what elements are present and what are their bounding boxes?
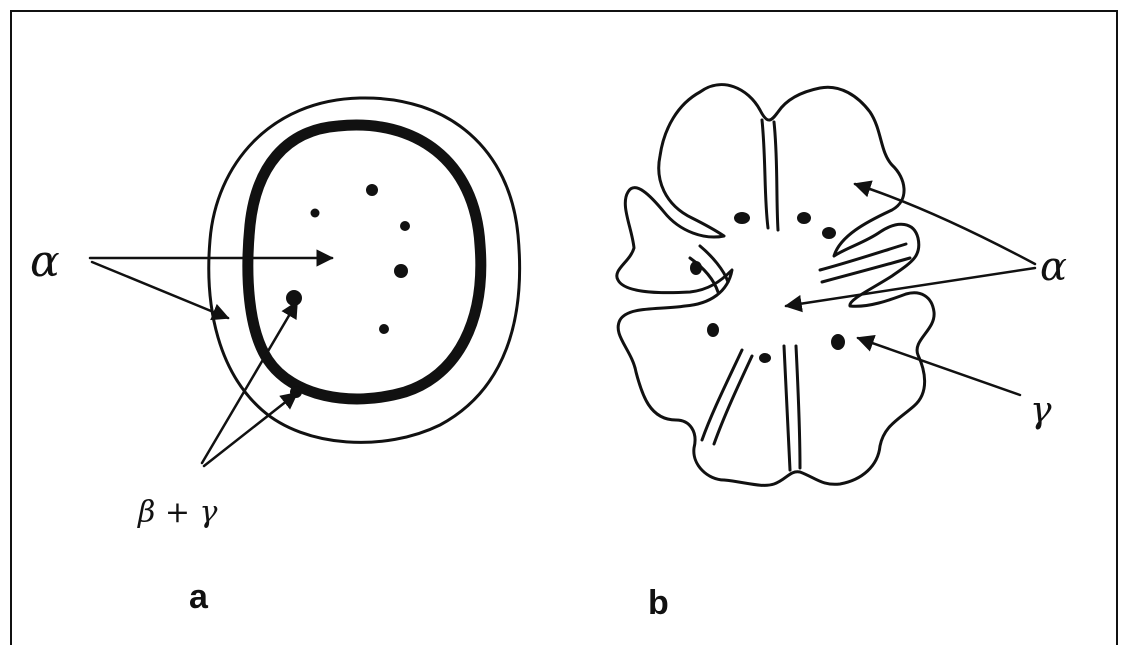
label-beta-gamma-a: β + γ [137, 495, 218, 530]
granules-a [286, 184, 410, 398]
panel-a-drawing [90, 98, 520, 466]
arrow-betagamma-to-ring-a [204, 393, 297, 466]
outer-membrane-a [209, 98, 520, 442]
cleft-top-b [762, 120, 778, 230]
cleft-bottom-left-b [702, 350, 752, 444]
arrow-gamma-b [858, 338, 1020, 395]
label-alpha-b: α [1040, 244, 1067, 290]
panel-b-drawing [617, 85, 1035, 486]
inner-thick-ring-a [248, 125, 481, 399]
label-gamma-b: γ [1030, 390, 1052, 431]
panel-label-a: a [189, 578, 208, 617]
cleft-right-b [820, 244, 910, 282]
granules-b [690, 212, 845, 363]
label-alpha-a: α [30, 236, 60, 287]
arrow-alpha-to-center-b [786, 268, 1035, 306]
panel-label-b: b [648, 584, 669, 623]
cleft-bottom-b [784, 346, 800, 470]
